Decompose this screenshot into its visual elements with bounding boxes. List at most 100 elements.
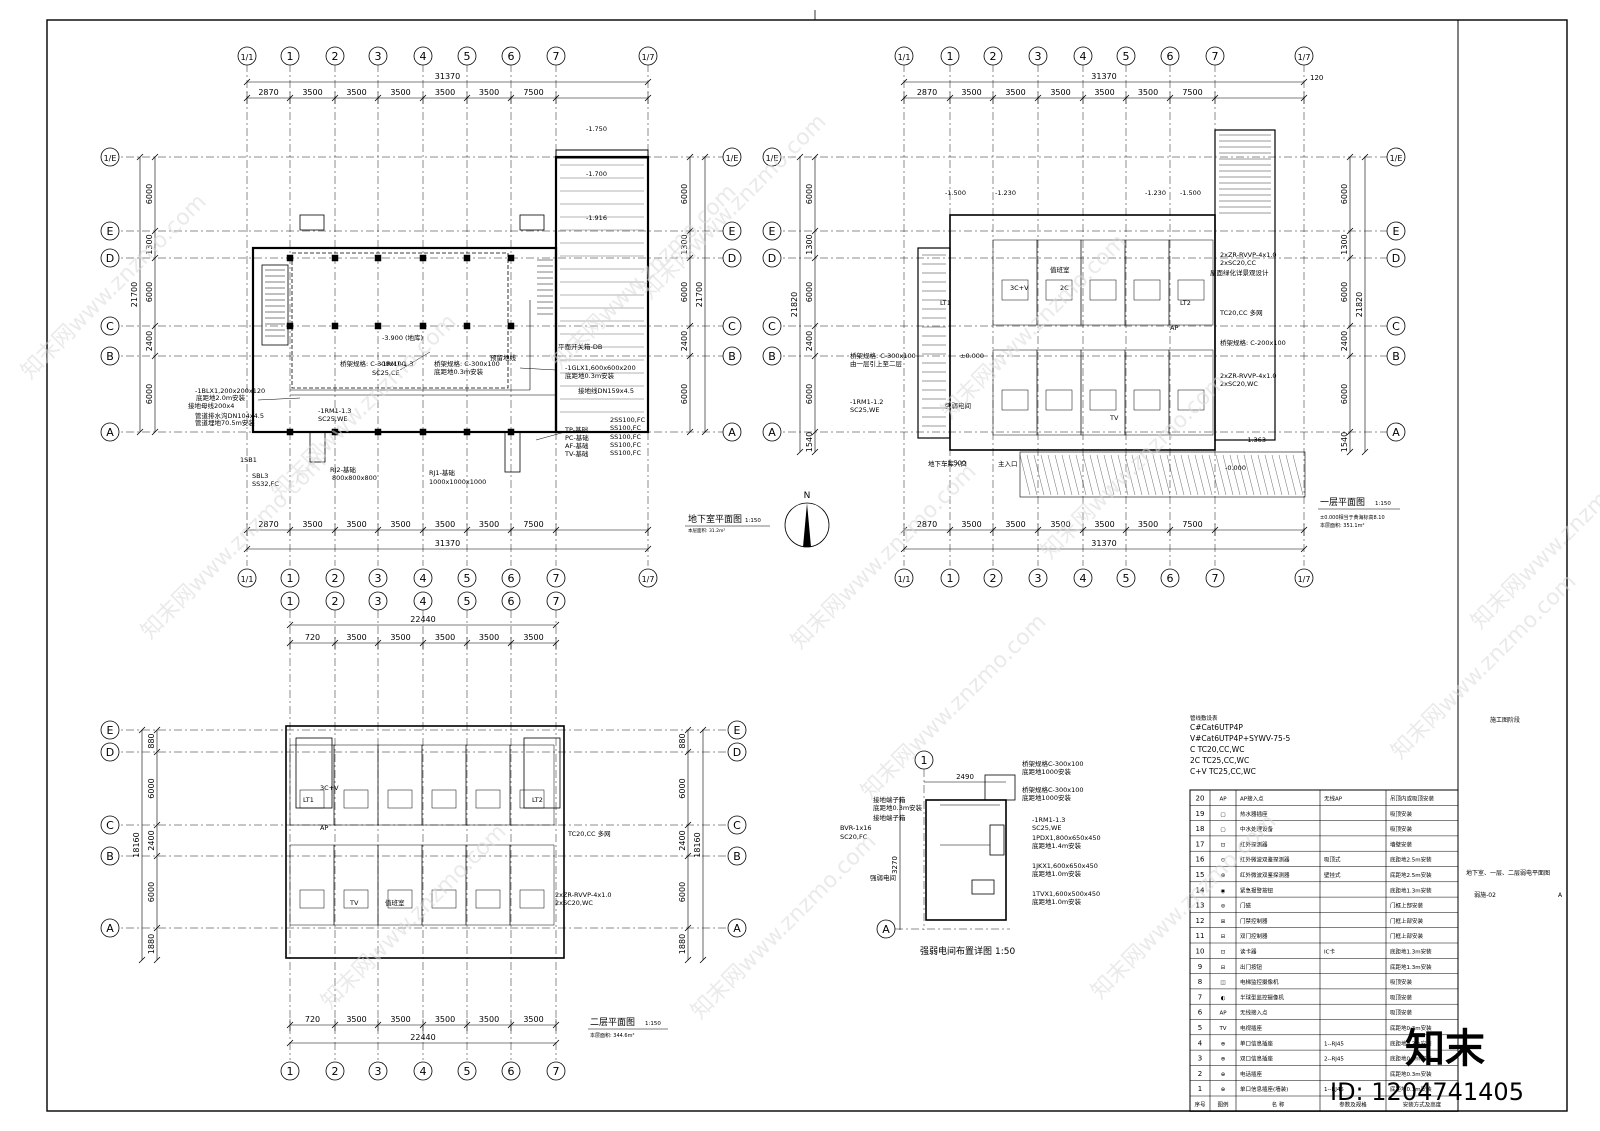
dim-text-side: 6000 <box>805 184 814 204</box>
dim-text-bottom: 7500 <box>523 520 543 529</box>
dim-text-top: 3500 <box>302 88 322 97</box>
axis-bubble-bottom-6-label: 6 <box>508 572 515 585</box>
legend-cell-4: 底距地2.5m安装 <box>1390 856 1432 864</box>
first-annotation: 由一层引上至二层 <box>850 359 903 368</box>
axis-bubble-top-3-label: 3 <box>375 595 382 608</box>
axis-bubble-right-C-label: C <box>728 320 736 333</box>
column <box>419 322 427 330</box>
room-outline <box>1124 239 1170 326</box>
column <box>463 322 471 330</box>
legend-cell-2: 出门按钮 <box>1240 963 1263 971</box>
hatch <box>1075 454 1087 496</box>
basement-scale: 1:150 <box>745 518 761 524</box>
dim-text-side-total: 18160 <box>132 832 141 857</box>
detail-axis-a-label: A <box>882 923 890 936</box>
legend-header-2: 名 称 <box>1272 1101 1285 1109</box>
axis-bubble-right-1/E <box>1386 147 1406 167</box>
axis-bubble-right-C-label: C <box>1392 320 1400 333</box>
dim-tick <box>701 153 709 161</box>
dim-tick <box>686 153 694 161</box>
basement-annotation: 桥架规格: C-300x100 <box>340 359 406 368</box>
legend-cell-1: ⊛ <box>1221 873 1226 879</box>
axis-bubble-top-1/1 <box>237 46 257 66</box>
legend-cell-1: ⊟ <box>1221 965 1226 971</box>
dim-tick <box>684 726 692 734</box>
legend-cell-4: 门框上部安装 <box>1390 932 1424 940</box>
hatch <box>1026 454 1038 496</box>
axis-bubble-top-3-label: 3 <box>375 50 382 63</box>
legend-cell-0: 7 <box>1198 993 1202 1001</box>
dim-text-side: 6000 <box>147 882 156 902</box>
axis-bubble-bottom-2 <box>325 1061 345 1081</box>
basement-annotation: 平面开关箱-DB <box>558 342 602 351</box>
axis-bubble-right-E <box>1386 221 1406 241</box>
legend-cell-4: 底距地0.3m安装 <box>1390 1070 1432 1078</box>
axis-bubble-top-1/7-label: 1/7 <box>1298 53 1311 62</box>
dim-tick <box>1346 322 1354 330</box>
dim-text-top: 3500 <box>1005 88 1025 97</box>
axis-bubble-right-A-label: A <box>728 426 736 439</box>
axis-bubble-bottom-5 <box>1116 568 1136 588</box>
dim-text-side: 1540 <box>1340 432 1349 452</box>
dim-text-side: 1880 <box>678 934 687 954</box>
legend-cell-2: 无线接入点 <box>1240 1009 1268 1017</box>
axis-bubble-bottom-1/7-label: 1/7 <box>642 575 655 584</box>
dim-text-bottom: 3500 <box>479 1015 499 1024</box>
axis-bubble-top-1/7 <box>1294 46 1314 66</box>
room-outline <box>377 744 423 826</box>
detail-cabinet <box>989 824 1005 856</box>
axis-bubble-bottom-3-label: 3 <box>1035 572 1042 585</box>
basement-annotation: 2SS100,FC <box>610 416 646 424</box>
dim-tick <box>552 621 560 629</box>
basement-inner-room <box>291 252 509 389</box>
bed-outline <box>475 789 501 809</box>
bed-outline <box>431 889 457 909</box>
axis-bubble-left-A-label: A <box>106 922 114 935</box>
axis-bubble-top-4 <box>413 46 433 66</box>
legend-cell-4: 底距地0.3m安装 <box>1390 1039 1432 1047</box>
legend-cell-1: ▢ <box>1220 812 1225 818</box>
basement-title: 地下室平面图 <box>688 513 742 525</box>
first-annotation: 屋面绿化详景观设计 <box>1210 268 1269 277</box>
axis-bubble-bottom-4-label: 4 <box>420 1065 427 1078</box>
elevation-mark: -1.700 <box>586 170 607 178</box>
axis-bubble-top-2-label: 2 <box>332 595 339 608</box>
axis-bubble-right-A-label: A <box>733 922 741 935</box>
legend-cell-4: 底距地0.3m安装 <box>1390 1024 1432 1032</box>
hatch <box>1110 454 1122 496</box>
legend-cell-0: 15 <box>1196 871 1205 879</box>
legend-cell-4: 吸顶安装 <box>1390 1009 1413 1017</box>
axis-bubble-left-E-label: E <box>769 225 776 238</box>
legend-cell-0: 4 <box>1198 1039 1203 1047</box>
first-annotation: 2C <box>1060 284 1069 292</box>
dim-text-total-top: 22440 <box>410 615 435 624</box>
legend-cell-1: ⊚ <box>1221 904 1226 910</box>
second-annotation: 3C+V <box>320 784 339 792</box>
dim-tick <box>151 428 159 436</box>
elevation-mark: -1.363 <box>1245 436 1266 444</box>
axis-bubble-right-B-label: B <box>1392 350 1400 363</box>
axis-bubble-left-1/E <box>762 147 782 167</box>
legend-cell-0: 19 <box>1196 810 1205 818</box>
axis-bubble-left-C <box>100 316 120 336</box>
legend-cell-3: 壁挂式 <box>1324 871 1341 879</box>
axis-bubble-top-7-label: 7 <box>553 50 560 63</box>
dim-text-side: 880 <box>678 733 687 748</box>
dim-text-total-bottom: 31370 <box>435 539 460 548</box>
dim-text-side: 6000 <box>680 282 689 302</box>
dim-tick <box>684 956 692 964</box>
basement-annotation: -1BLX1,200x200x120 <box>195 387 265 395</box>
axis-bubble-left-C <box>100 815 120 835</box>
dim-text-top: 720 <box>305 633 320 642</box>
legend-cell-4: 门框上部安装 <box>1390 902 1424 910</box>
axis-bubble-bottom-2-label: 2 <box>990 572 997 585</box>
basement-annotation: SBL3 <box>252 472 268 480</box>
dim-text-bottom: 3500 <box>1050 520 1070 529</box>
north-compass: N <box>784 491 830 548</box>
detail-annotation: 强弱电间 <box>870 873 896 882</box>
dim-tick <box>686 428 694 436</box>
axis-bubble-left-C-label: C <box>768 320 776 333</box>
hatch <box>1061 454 1073 496</box>
axis-bubble-top-5-label: 5 <box>1123 50 1130 63</box>
axis-bubble-left-C-label: C <box>106 819 114 832</box>
